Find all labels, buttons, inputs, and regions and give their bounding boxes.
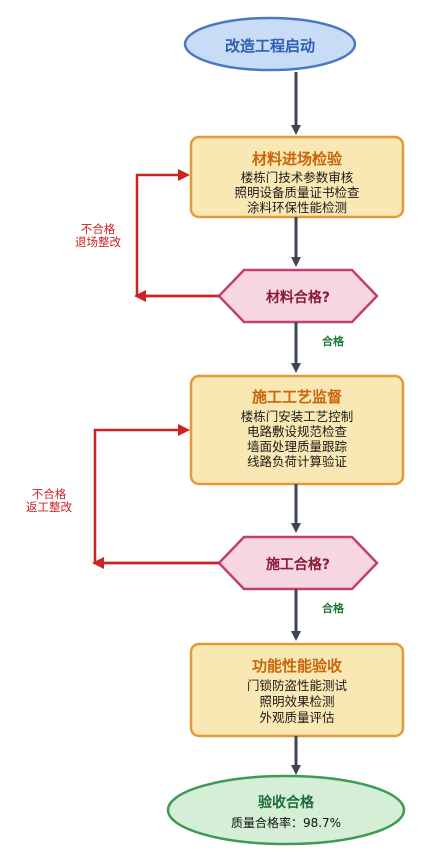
stage2-item: 电路敷设规范检查: [246, 424, 347, 439]
stage1-item: 照明设备质量证书检查: [234, 185, 360, 200]
decision1-label: 材料合格?: [265, 290, 331, 306]
fail-label-2-line2: 返工整改: [26, 500, 72, 514]
decision1-shape: [217, 268, 379, 324]
stage2-item: 墙面处理质量跟踪: [246, 439, 347, 454]
stage3-item: 外观质量评估: [259, 710, 335, 725]
stage1-item: 涂料环保性能检测: [246, 200, 347, 215]
fail-label-2-line1: 不合格: [31, 487, 67, 501]
fail-label-1-line2: 退场整改: [75, 235, 121, 249]
stage1-item: 楼栋门技术参数审核: [240, 170, 354, 185]
pass-label-2: 合格: [322, 602, 344, 615]
stage3-item: 照明效果检测: [259, 694, 335, 709]
fail-label-1-line1: 不合格: [80, 222, 116, 236]
stage3-item: 门锁防盗性能测试: [246, 678, 347, 693]
decision2-shape: [217, 535, 379, 591]
decision2-label: 施工合格?: [265, 557, 331, 573]
start-node-label: 改造工程启动: [224, 37, 315, 55]
stage1-title: 材料进场检验: [251, 150, 342, 168]
end-node-label: 验收合格: [258, 795, 314, 811]
pass-label-1: 合格: [322, 335, 344, 348]
quality-rate-label: 质量合格率：98.7%: [230, 816, 342, 830]
fail-label-1: 不合格 退场整改: [63, 223, 133, 249]
start-node-shape: [183, 16, 357, 72]
fail-label-2: 不合格 返工整改: [12, 488, 86, 514]
stage2-title: 施工工艺监督: [251, 388, 342, 406]
stage2-item: 线路负荷计算验证: [246, 454, 347, 469]
stage3-title: 功能性能验收: [251, 657, 342, 675]
stage2-item: 楼栋门安装工艺控制: [240, 409, 354, 424]
end-node-shape: [166, 774, 406, 846]
